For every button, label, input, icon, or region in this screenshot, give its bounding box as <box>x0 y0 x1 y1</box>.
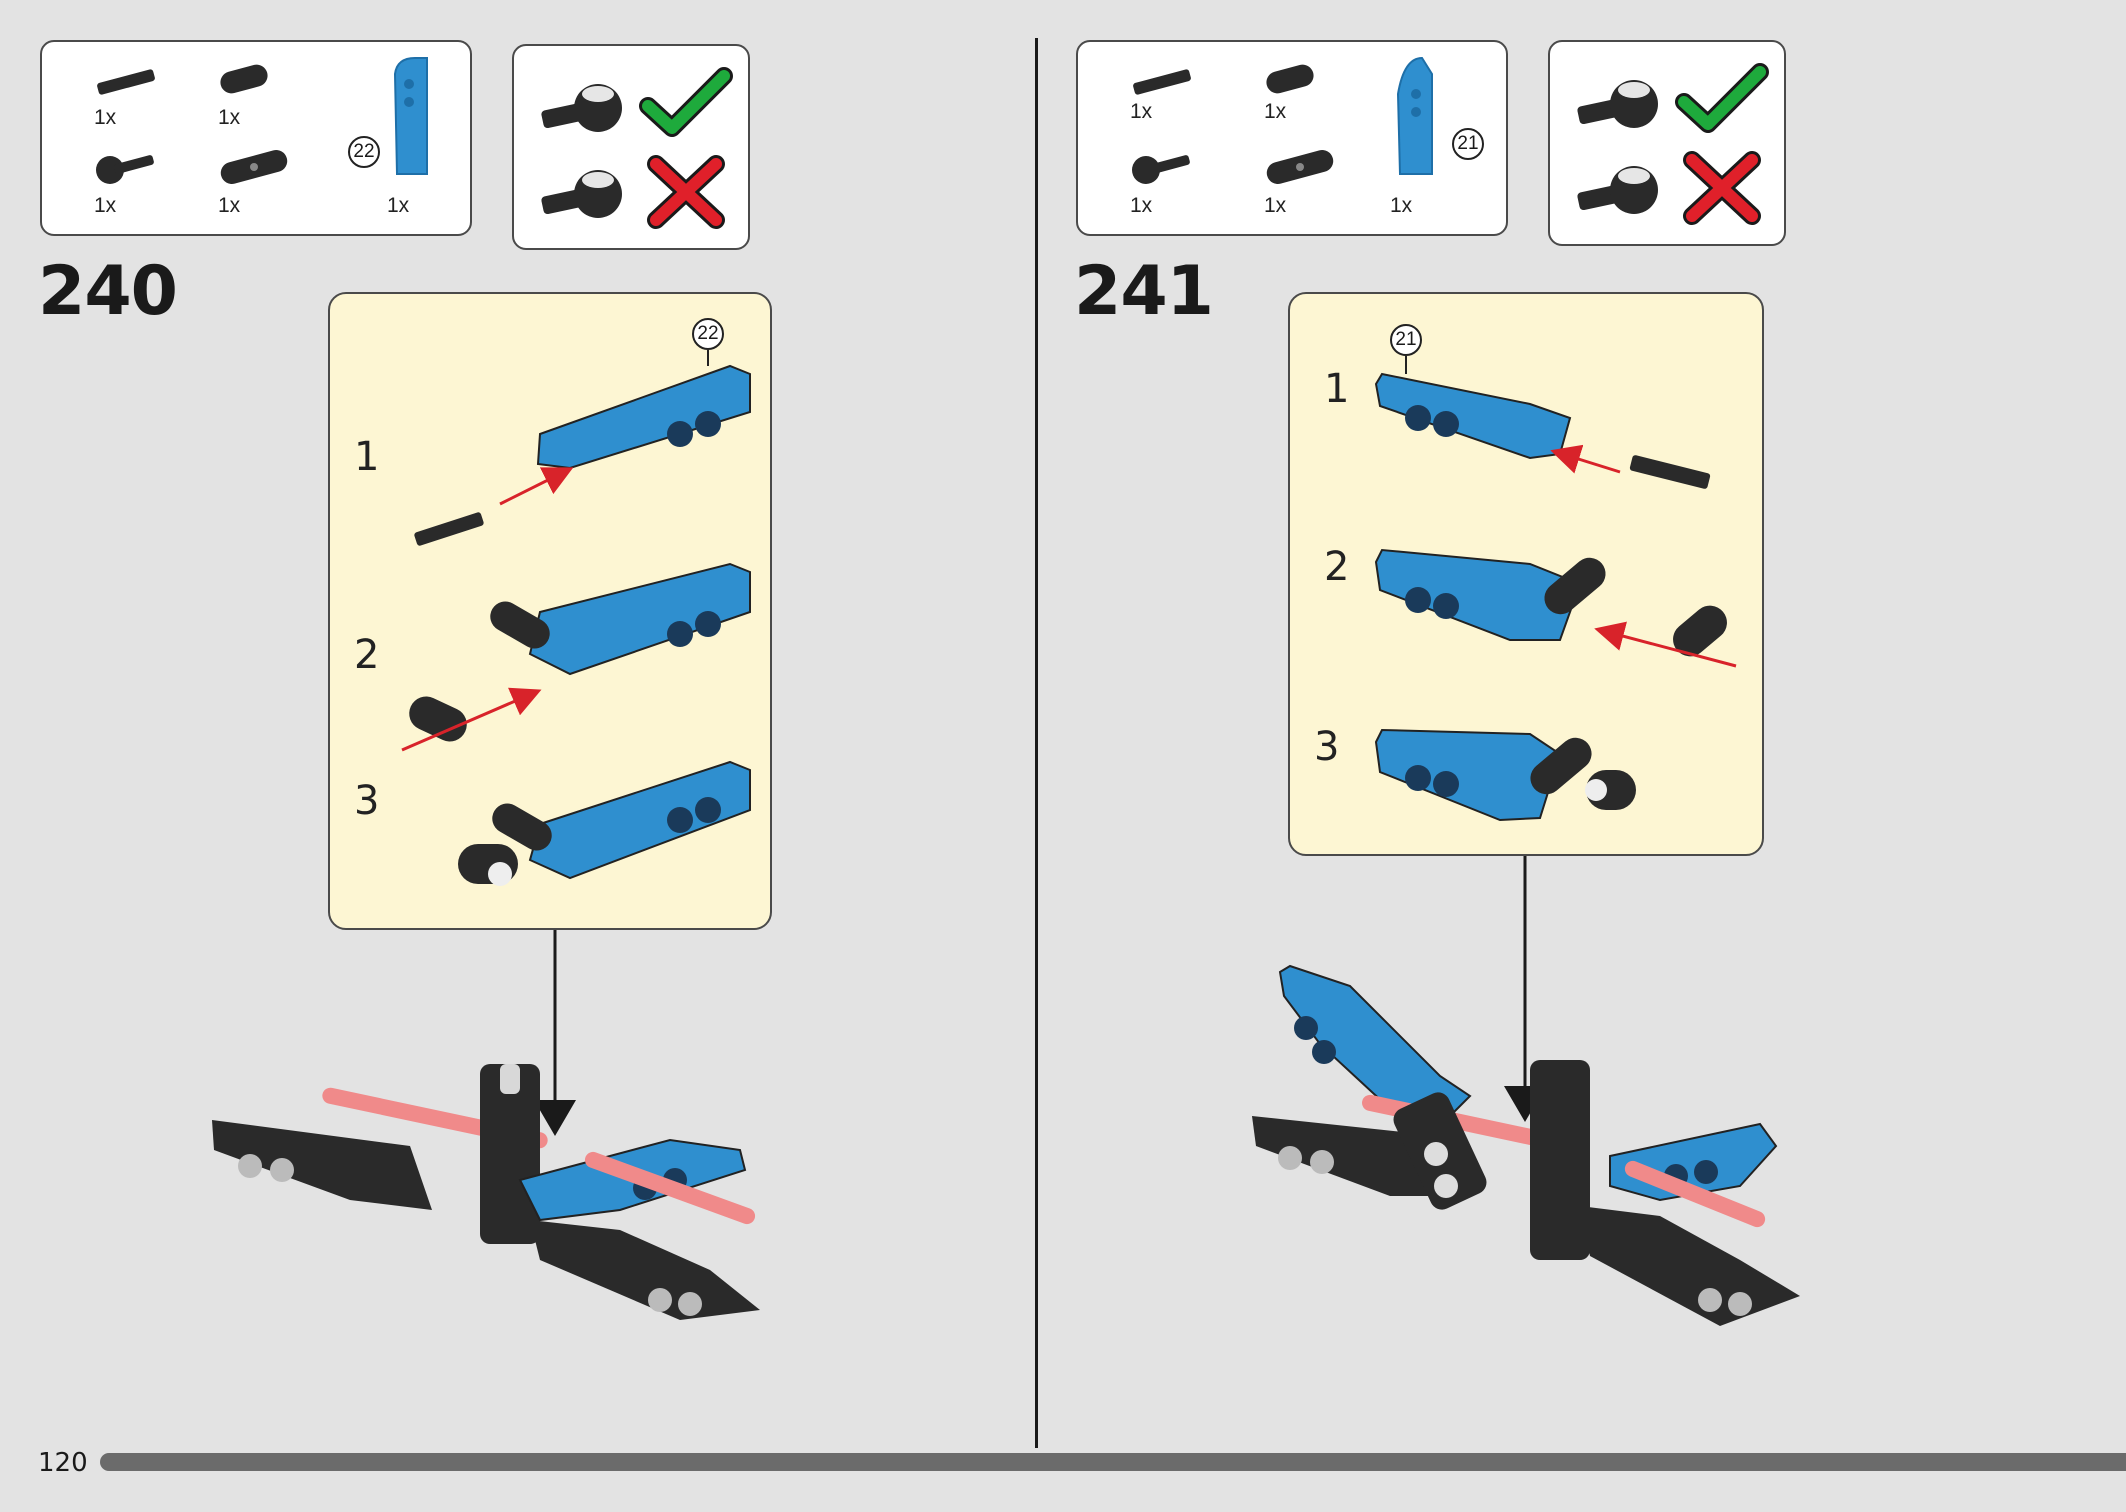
orientation-hint-panel-240 <box>512 44 750 250</box>
part-qty: 1x <box>218 106 241 129</box>
submodel-box-241: 21 1 2 3 <box>1288 292 1764 856</box>
main-assembly-240 <box>212 930 760 1320</box>
part-qty: 1x <box>94 194 117 217</box>
connector-correct-icon <box>1577 80 1658 128</box>
part-qty: 1x <box>1264 100 1287 123</box>
part-qty: 1x <box>1390 194 1413 217</box>
cross-icon <box>1683 151 1761 225</box>
liftarm-2-part-icon <box>1266 64 1314 94</box>
connector-part-icon <box>96 155 154 184</box>
part-callout: 21 <box>1452 128 1484 160</box>
submodel-callout: 21 <box>1390 324 1422 356</box>
parts-list-panel-240: 1x 1x 1x 1x 22 1x <box>40 40 472 236</box>
azure-panel-part-icon <box>1396 56 1433 175</box>
step-number: 240 <box>38 252 178 331</box>
substep-number: 2 <box>1324 544 1350 590</box>
connector-correct-icon <box>541 84 622 132</box>
substep-number: 1 <box>354 434 380 480</box>
part-qty: 1x <box>1264 194 1287 217</box>
axle-part-icon <box>1133 69 1191 95</box>
azure-panel-part-icon <box>393 57 428 175</box>
liftarm-3-part-icon <box>1266 150 1334 184</box>
substep-number: 1 <box>1324 366 1350 412</box>
liftarm-3-part-icon <box>220 150 288 184</box>
substep-number: 3 <box>1314 724 1340 770</box>
page-divider <box>1035 38 1038 1448</box>
connector-wrong-icon <box>541 170 622 218</box>
part-qty: 1x <box>1130 100 1153 123</box>
cross-icon <box>647 155 725 229</box>
submodel-illustration-240 <box>401 350 751 886</box>
part-qty: 1x <box>94 106 117 129</box>
main-assembly-241 <box>1252 856 1800 1326</box>
parts-list-panel-241: 1x 1x 1x 1x 21 1x <box>1076 40 1508 236</box>
progress-bar <box>100 1453 2126 1471</box>
part-qty: 1x <box>218 194 241 217</box>
part-qty: 1x <box>387 194 410 217</box>
substep-number: 2 <box>354 632 380 678</box>
axle-part-icon <box>97 69 155 95</box>
submodel-box-240: 22 1 2 3 <box>328 292 772 930</box>
step-number: 241 <box>1074 252 1214 331</box>
connector-part-icon <box>1132 155 1190 184</box>
substep-number: 3 <box>354 778 380 824</box>
check-icon <box>639 67 733 137</box>
check-icon <box>1675 63 1769 133</box>
page-number: 120 <box>38 1448 88 1478</box>
submodel-illustration-241 <box>1374 356 1737 822</box>
part-qty: 1x <box>1130 194 1153 217</box>
part-callout: 22 <box>348 136 380 168</box>
orientation-hint-panel-241 <box>1548 40 1786 246</box>
liftarm-2-part-icon <box>220 64 268 94</box>
connector-wrong-icon <box>1577 166 1658 214</box>
submodel-callout: 22 <box>692 318 724 350</box>
